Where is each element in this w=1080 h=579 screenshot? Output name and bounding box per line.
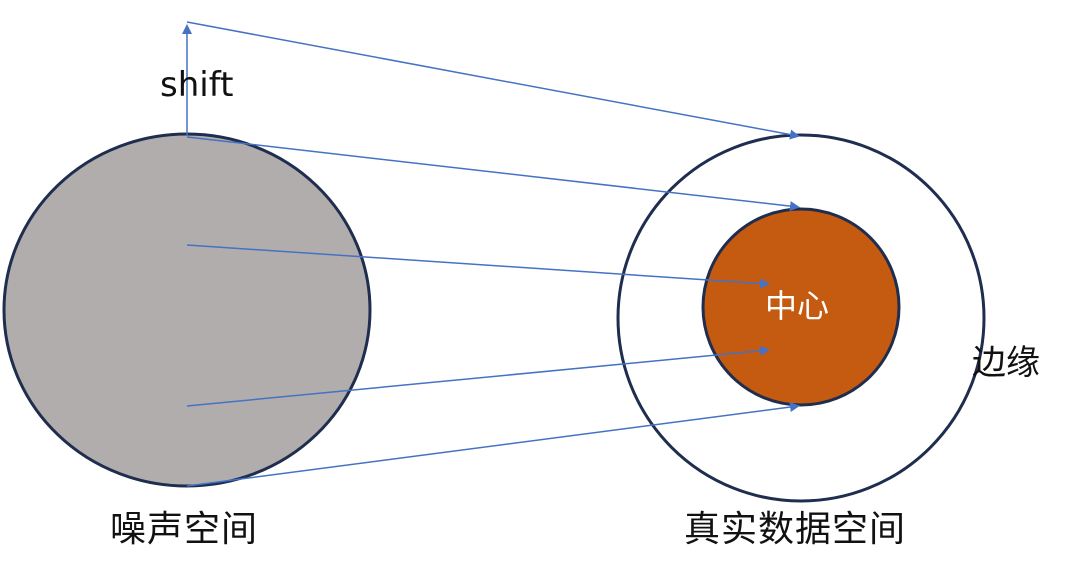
- mapping-arrow-boundary-to-center-bottom: [186, 402, 800, 487]
- edge-label: 边缘: [972, 343, 1040, 383]
- arrows-group: [182, 21, 800, 487]
- real-data-center-circle: [701, 207, 901, 407]
- real-data-space-label: 真实数据空间: [684, 509, 907, 550]
- noise-space-label: 噪声空间: [110, 509, 259, 550]
- mapping-arrow-top-to-edge: [186, 21, 800, 140]
- center-label: 中心: [765, 287, 830, 325]
- noise-space-circle: [2, 132, 372, 488]
- mapping-arrow-inner-to-center-lower: [186, 345, 770, 407]
- shift-label: shift: [160, 65, 234, 105]
- mapping-arrow-inner-to-center-upper: [186, 244, 770, 289]
- mapping-arrow-boundary-to-center-top: [186, 136, 800, 212]
